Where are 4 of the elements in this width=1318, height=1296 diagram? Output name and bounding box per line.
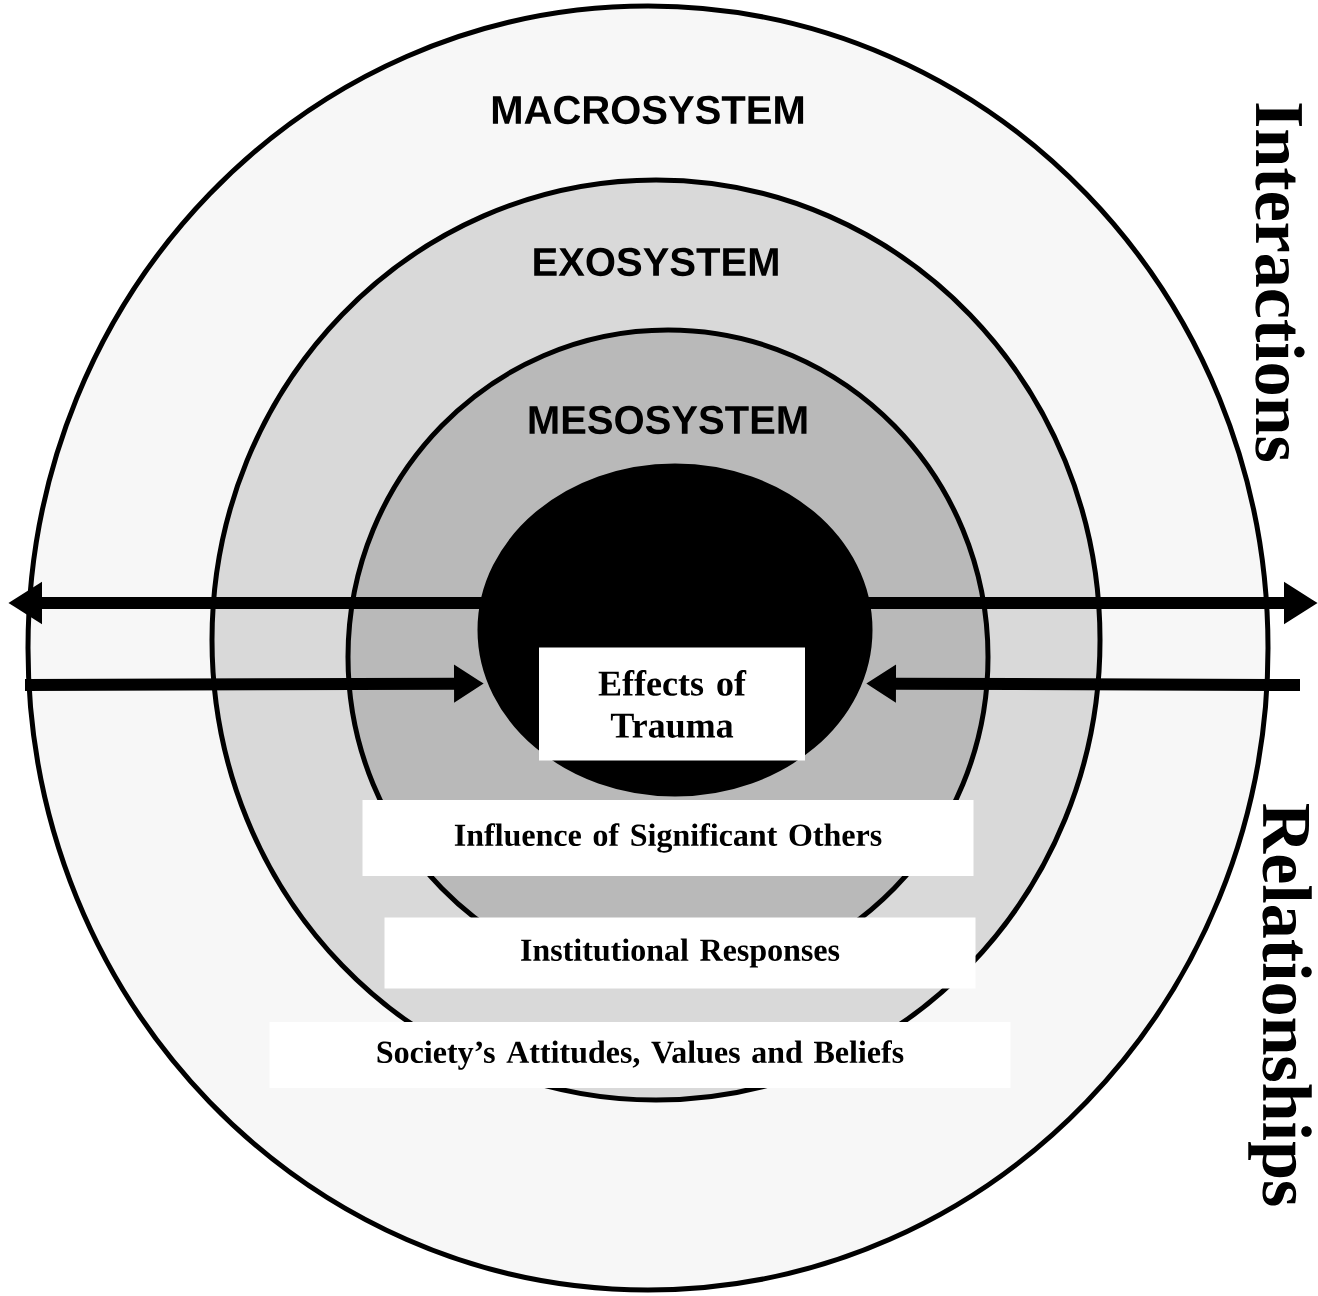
text-box: Institutional Responses <box>384 917 976 989</box>
text-box: Society’s Attitudes, Values and Beliefs <box>269 1022 1011 1088</box>
text-box: Effects of Trauma <box>539 647 805 761</box>
text-box: Influence of Significant Others <box>362 800 974 876</box>
